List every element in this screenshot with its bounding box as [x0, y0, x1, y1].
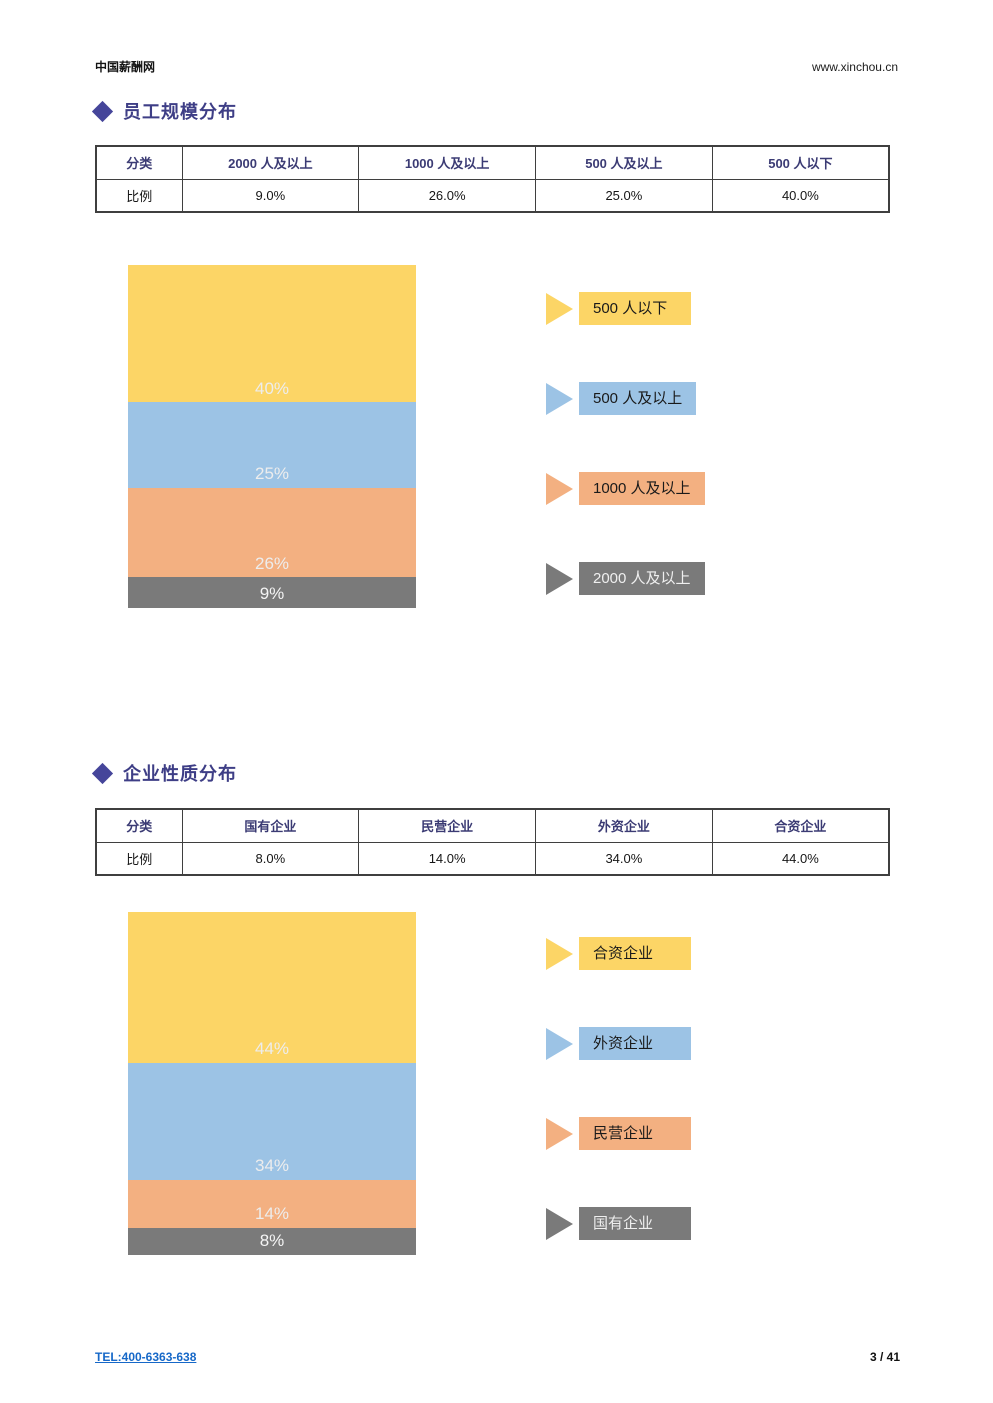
table-header-cell: 国有企业 — [181, 808, 360, 843]
bar-segment: 40% — [128, 265, 416, 403]
page-number: 3 / 41 — [869, 1350, 900, 1364]
legend-chip: 合资企业 — [579, 937, 691, 970]
employee-scale-chart: 40% 25% 26% 9% 500 人以下 500 人及以上 1000 人及以上 2000… — [95, 265, 915, 608]
legend-arrow-icon — [546, 562, 573, 595]
value-cell: 40.0% — [711, 178, 890, 213]
bar-segment: 8% — [128, 1227, 416, 1255]
bar-segment: 25% — [128, 402, 416, 488]
legend-arrow-icon — [546, 382, 573, 415]
bar-segment: 34% — [128, 1062, 416, 1180]
table-row: 比例 8.0% 14.0% 34.0% 44.0% — [95, 841, 890, 876]
enterprise-nature-chart: 44% 34% 14% 8% 合资企业外资企业民营企业国有企业 — [95, 912, 915, 1255]
section-title-employee-scale: 员工规模分布 — [91, 98, 237, 124]
segment-value-label: 44% — [254, 1039, 290, 1059]
enterprise-nature-table: 分类 国有企业 民营企业 外资企业 合资企业 比例 8.0% 14.0% 34.… — [95, 808, 890, 876]
legend-chip: 国有企业 — [579, 1207, 691, 1240]
segment-value-label: 8% — [259, 1231, 285, 1251]
table-header-cell: 500 人以下 — [711, 145, 890, 180]
table-header-cell: 分类 — [95, 808, 183, 843]
legend-chip: 500 人及以上 — [579, 382, 697, 415]
segment-value-label: 26% — [254, 553, 290, 573]
legend-arrow-icon — [546, 472, 573, 505]
section-heading: 员工规模分布 — [123, 102, 237, 122]
table-header-cell: 1000 人及以上 — [358, 145, 536, 180]
diamond-bullet-icon — [91, 762, 114, 784]
table-header-cell: 分类 — [95, 145, 183, 180]
table-header-cell: 合资企业 — [711, 808, 890, 843]
value-cell: 9.0% — [181, 178, 360, 213]
legend-item: 500 人以下 — [546, 292, 705, 325]
legend-item: 民营企业 — [546, 1117, 691, 1150]
bar-segment: 26% — [128, 487, 416, 578]
table-header-cell: 外资企业 — [535, 808, 713, 843]
brand-name: 中国薪酬网 — [95, 60, 156, 74]
value-cell: 8.0% — [181, 841, 360, 876]
legend-item: 合资企业 — [546, 937, 691, 970]
legend-item: 1000 人及以上 — [546, 472, 705, 505]
legend-item: 外资企业 — [546, 1027, 691, 1060]
employee-scale-table: 分类 2000 人及以上 1000 人及以上 500 人及以上 500 人以下 … — [95, 145, 890, 213]
stacked-bar: 40% 25% 26% 9% — [128, 265, 416, 608]
legend-chip: 民营企业 — [579, 1117, 691, 1150]
legend-arrow-icon — [546, 1027, 573, 1060]
legend-item: 500 人及以上 — [546, 382, 705, 415]
bar-segment: 14% — [128, 1179, 416, 1228]
row-label-cell: 比例 — [95, 178, 183, 213]
value-cell: 14.0% — [358, 841, 536, 876]
segment-value-label: 14% — [254, 1203, 290, 1223]
table-header-cell: 500 人及以上 — [535, 145, 713, 180]
value-cell: 34.0% — [535, 841, 713, 876]
row-label-cell: 比例 — [95, 841, 183, 876]
chart-legend: 500 人以下 500 人及以上 1000 人及以上 2000 人及以上 — [546, 292, 705, 595]
value-cell: 26.0% — [358, 178, 536, 213]
table-header-row: 分类 国有企业 民营企业 外资企业 合资企业 — [95, 808, 890, 843]
legend-chip: 2000 人及以上 — [579, 562, 705, 595]
tel-link[interactable]: TEL:400-6363-638 — [95, 1350, 197, 1364]
legend-arrow-icon — [546, 1207, 573, 1240]
segment-value-label: 40% — [254, 378, 290, 398]
bar-segment: 9% — [128, 577, 416, 608]
segment-value-label: 9% — [259, 584, 285, 604]
legend-chip: 外资企业 — [579, 1027, 691, 1060]
document-header: 中国薪酬网 www.xinchou.cn — [95, 58, 898, 75]
stacked-bar: 44% 34% 14% 8% — [128, 912, 416, 1255]
legend-arrow-icon — [546, 937, 573, 970]
bar-segment: 44% — [128, 912, 416, 1063]
value-cell: 25.0% — [535, 178, 713, 213]
table-row: 比例 9.0% 26.0% 25.0% 40.0% — [95, 178, 890, 213]
table-header-cell: 民营企业 — [358, 808, 536, 843]
section-heading: 企业性质分布 — [123, 764, 237, 784]
legend-item: 2000 人及以上 — [546, 562, 705, 595]
table-header-row: 分类 2000 人及以上 1000 人及以上 500 人及以上 500 人以下 — [95, 145, 890, 180]
legend-arrow-icon — [546, 292, 573, 325]
legend-item: 国有企业 — [546, 1207, 691, 1240]
table-header-cell: 2000 人及以上 — [181, 145, 360, 180]
section-title-enterprise-nature: 企业性质分布 — [91, 760, 237, 786]
chart-legend: 合资企业外资企业民营企业国有企业 — [546, 937, 691, 1240]
diamond-bullet-icon — [91, 100, 114, 122]
segment-value-label: 34% — [254, 1155, 290, 1175]
legend-chip: 500 人以下 — [579, 292, 691, 325]
segment-value-label: 25% — [254, 464, 290, 484]
website-url: www.xinchou.cn — [811, 60, 898, 74]
legend-chip: 1000 人及以上 — [579, 472, 705, 505]
legend-arrow-icon — [546, 1117, 573, 1150]
value-cell: 44.0% — [711, 841, 890, 876]
document-footer: TEL:400-6363-638 3 / 41 — [95, 1350, 900, 1364]
